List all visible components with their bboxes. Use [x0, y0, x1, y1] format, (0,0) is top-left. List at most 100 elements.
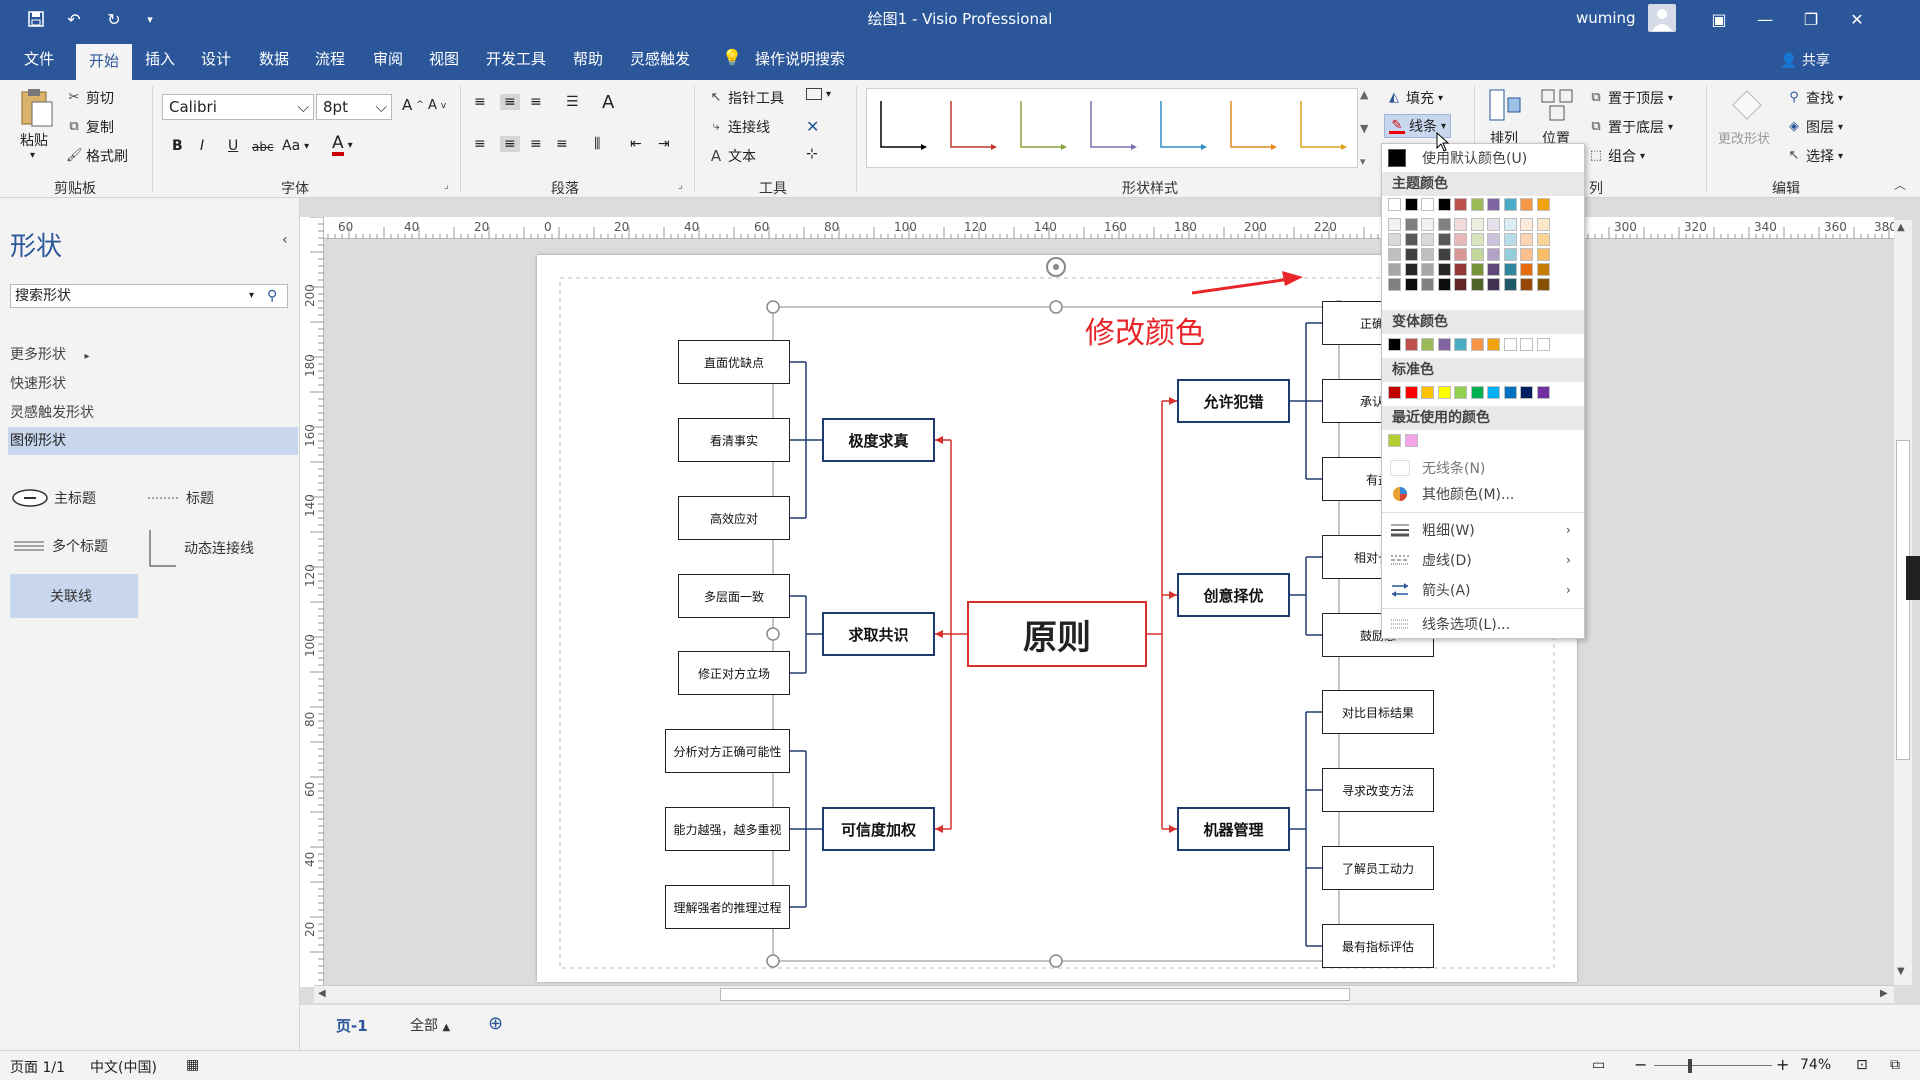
- dialog-launcher-icon[interactable]: ⌟: [678, 180, 683, 191]
- arrange-icon[interactable]: [1488, 88, 1522, 122]
- close-icon[interactable]: ✕: [1850, 9, 1864, 29]
- presentation-mode-icon[interactable]: ▭: [1592, 1057, 1606, 1073]
- theme-color-swatch[interactable]: [1536, 198, 1550, 211]
- theme-color-swatch[interactable]: [1520, 218, 1533, 231]
- layers-button[interactable]: ◈图层▾: [1786, 117, 1843, 137]
- theme-color-swatch[interactable]: [1470, 198, 1484, 211]
- tab-view[interactable]: 视图: [428, 50, 459, 68]
- strikethrough-button[interactable]: abc: [252, 140, 274, 154]
- theme-color-swatch[interactable]: [1404, 233, 1418, 246]
- standard-color-swatch[interactable]: [1520, 386, 1533, 399]
- variant-color-swatch[interactable]: [1388, 338, 1401, 351]
- variant-color-swatch[interactable]: [1437, 338, 1451, 351]
- variant-color-swatch[interactable]: [1487, 338, 1500, 351]
- theme-color-swatch[interactable]: [1388, 218, 1401, 231]
- tab-data[interactable]: 数据: [258, 50, 289, 68]
- tell-me-search[interactable]: 操作说明搜索: [754, 50, 845, 68]
- theme-color-swatch[interactable]: [1454, 263, 1467, 276]
- center-topic[interactable]: 原则: [967, 601, 1147, 667]
- position-icon[interactable]: [1540, 88, 1574, 122]
- theme-color-swatch[interactable]: [1487, 263, 1500, 276]
- scroll-left-icon[interactable]: ◀: [318, 988, 326, 999]
- align-bottom-icon[interactable]: ≡: [530, 94, 542, 110]
- zoom-out-icon[interactable]: −: [1634, 1055, 1648, 1074]
- chevron-down-icon[interactable]: ▼: [1360, 121, 1369, 135]
- gallery-scroll[interactable]: ▲▼▾: [1360, 88, 1376, 168]
- text-direction-icon[interactable]: A: [602, 92, 615, 113]
- style-thumbnail[interactable]: [1230, 101, 1275, 148]
- zoom-slider[interactable]: [1654, 1065, 1772, 1066]
- subtopic-left[interactable]: 理解强者的推理过程: [665, 885, 790, 929]
- theme-color-swatch[interactable]: [1503, 198, 1517, 211]
- subtopic-right[interactable]: 寻求改变方法: [1322, 768, 1434, 812]
- style-thumbnail[interactable]: [1300, 101, 1345, 148]
- main-topic-left-2[interactable]: 求取共识: [822, 612, 935, 656]
- copy-button[interactable]: ⧉复制: [66, 117, 114, 137]
- zoom-slider-thumb[interactable]: [1688, 1059, 1692, 1073]
- subtopic-right[interactable]: 了解员工动力: [1322, 846, 1434, 890]
- subtopic-left[interactable]: 修正对方立场: [678, 651, 790, 695]
- theme-color-swatch[interactable]: [1520, 233, 1533, 246]
- standard-color-swatch[interactable]: [1536, 386, 1550, 399]
- theme-color-swatch[interactable]: [1470, 248, 1484, 261]
- theme-color-swatch[interactable]: [1404, 248, 1418, 261]
- theme-color-swatch[interactable]: [1536, 233, 1550, 246]
- minimize-icon[interactable]: —: [1757, 9, 1773, 29]
- dashes-item[interactable]: 虚线(D) ›: [1382, 546, 1584, 574]
- theme-color-swatch[interactable]: [1421, 233, 1434, 246]
- send-to-back-button[interactable]: ⧉置于底层▾: [1588, 117, 1673, 137]
- arrows-item[interactable]: 箭头(A) ›: [1382, 576, 1584, 604]
- theme-color-swatch[interactable]: [1437, 233, 1451, 246]
- theme-color-swatch[interactable]: [1536, 218, 1550, 231]
- pointer-tool-button[interactable]: ↖指针工具: [708, 88, 784, 108]
- redo-icon[interactable]: ↻: [107, 9, 121, 29]
- standard-color-swatch[interactable]: [1454, 386, 1467, 399]
- variant-color-swatch[interactable]: [1421, 338, 1434, 351]
- main-topic-right-3[interactable]: 机器管理: [1177, 807, 1290, 851]
- theme-color-swatch[interactable]: [1421, 263, 1434, 276]
- subtopic-left[interactable]: 能力越强，越多重视: [665, 807, 790, 851]
- chevron-up-icon[interactable]: ▲: [1360, 88, 1369, 101]
- line-button[interactable]: ✎线条▾: [1384, 114, 1452, 138]
- standard-color-swatch[interactable]: [1487, 386, 1500, 399]
- subtopic-right[interactable]: 最有指标评估: [1322, 924, 1434, 968]
- stencil-legend[interactable]: 图例形状: [8, 427, 298, 455]
- no-line-item[interactable]: 无线条(N): [1382, 454, 1584, 482]
- horizontal-scrollbar[interactable]: ◀ ▶: [314, 985, 1894, 1003]
- theme-color-swatch[interactable]: [1503, 248, 1517, 261]
- stencil-inspiration[interactable]: 灵感触发形状: [10, 405, 94, 421]
- search-icon[interactable]: ⚲: [267, 288, 278, 304]
- increase-font-icon[interactable]: A^: [402, 96, 424, 114]
- theme-color-swatch[interactable]: [1487, 198, 1500, 211]
- undo-icon[interactable]: ↶: [67, 9, 81, 29]
- recent-color-swatch[interactable]: [1388, 434, 1401, 447]
- theme-color-swatch[interactable]: [1454, 218, 1467, 231]
- bold-button[interactable]: B: [172, 138, 183, 154]
- theme-color-swatch[interactable]: [1536, 263, 1550, 276]
- group-button[interactable]: ⬚组合▾: [1588, 146, 1645, 166]
- page-tab-1[interactable]: 页-1: [336, 1017, 368, 1035]
- theme-color-swatch[interactable]: [1454, 233, 1467, 246]
- theme-color-swatch[interactable]: [1503, 278, 1517, 291]
- theme-color-swatch[interactable]: [1404, 278, 1418, 291]
- theme-color-swatch[interactable]: [1437, 198, 1451, 211]
- side-panel-tab[interactable]: [1906, 556, 1920, 600]
- variant-color-swatch[interactable]: [1536, 338, 1550, 351]
- theme-color-swatch[interactable]: [1503, 218, 1517, 231]
- theme-color-swatch[interactable]: [1520, 198, 1533, 211]
- theme-color-swatch[interactable]: [1437, 278, 1451, 291]
- stencil-quick-shapes[interactable]: 快速形状: [10, 376, 66, 392]
- user-name[interactable]: wuming: [1576, 9, 1636, 27]
- default-color-item[interactable]: 使用默认颜色(U): [1382, 144, 1584, 172]
- bring-to-front-button[interactable]: ⧉置于顶层▾: [1588, 88, 1673, 108]
- align-right-icon[interactable]: ≡: [530, 136, 542, 152]
- standard-color-swatch[interactable]: [1404, 386, 1418, 399]
- main-topic-left-3[interactable]: 可信度加权: [822, 807, 935, 851]
- theme-color-swatch[interactable]: [1520, 278, 1533, 291]
- add-page-icon[interactable]: ⊕: [488, 1013, 504, 1034]
- tab-inspiration[interactable]: 灵感触发: [629, 50, 690, 68]
- theme-color-swatch[interactable]: [1520, 248, 1533, 261]
- scroll-down-icon[interactable]: ▼: [1897, 966, 1905, 977]
- variant-color-swatch[interactable]: [1503, 338, 1517, 351]
- dialog-launcher-icon[interactable]: ⌟: [444, 180, 449, 191]
